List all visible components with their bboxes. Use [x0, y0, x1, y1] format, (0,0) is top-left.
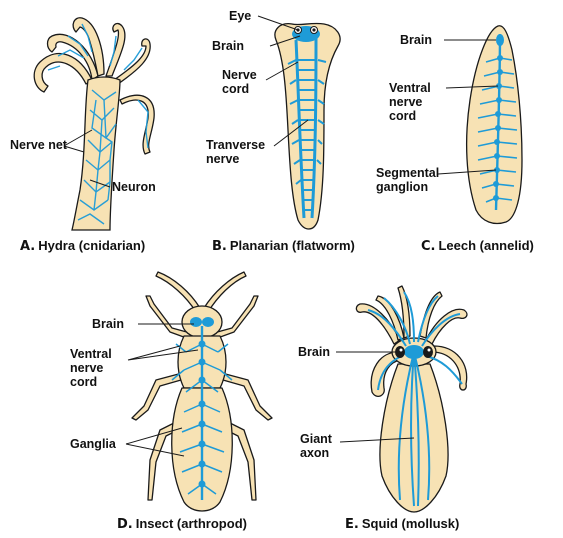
caption-planarian-text: Planarian (flatworm): [230, 238, 355, 253]
caption-leech-letter: C.: [421, 239, 435, 254]
squid-giant-axon-label: Giant axon: [300, 432, 340, 460]
hydra-neuron-label: Neuron: [112, 180, 156, 194]
leech-ventral-nerve-cord-label: Ventral nerve cord: [389, 81, 444, 123]
squid-brain-label: Brain: [298, 345, 330, 359]
planarian-eye-label: Eye: [229, 9, 251, 23]
caption-hydra-text: Hydra (cnidarian): [38, 238, 145, 253]
caption-planarian-letter: B.: [212, 239, 227, 254]
leech-illustration: [467, 26, 522, 224]
planarian-transverse-nerve-label: Tranverse nerve: [206, 138, 276, 166]
caption-squid-letter: E.: [345, 517, 359, 532]
caption-insect-letter: D.: [117, 517, 133, 532]
insect-brain-label: Brain: [92, 317, 124, 331]
caption-hydra: A.Hydra (cnidarian): [20, 238, 145, 254]
planarian-illustration: [275, 23, 340, 229]
insect-ventral-nerve-cord-label: Ventral nerve cord: [70, 347, 125, 389]
caption-hydra-letter: A.: [20, 239, 35, 254]
caption-leech: C.Leech (annelid): [421, 238, 534, 254]
leech-segmental-ganglion-label: Segmental ganglion: [376, 166, 441, 194]
planarian-nerve-cord-label: Nerve cord: [222, 68, 272, 96]
caption-insect: D.Insect (arthropod): [117, 516, 247, 532]
squid-illustration: [356, 286, 467, 512]
caption-squid-text: Squid (mollusk): [362, 516, 460, 531]
caption-leech-text: Leech (annelid): [438, 238, 533, 253]
insect-ganglia-label: Ganglia: [70, 437, 116, 451]
planarian-brain-label: Brain: [212, 39, 244, 53]
leech-brain-label: Brain: [400, 33, 432, 47]
hydra-illustration: [34, 18, 154, 230]
caption-insect-text: Insect (arthropod): [136, 516, 247, 531]
hydra-nerve-net-label: Nerve net: [10, 138, 80, 152]
caption-planarian: B.Planarian (flatworm): [212, 238, 355, 254]
caption-squid: E.Squid (mollusk): [345, 516, 459, 532]
insect-illustration: [132, 272, 272, 511]
